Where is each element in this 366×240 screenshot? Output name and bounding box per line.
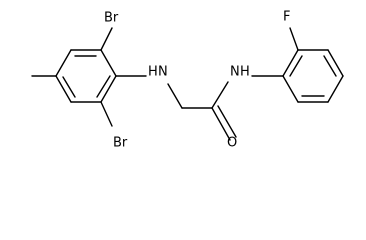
nh-left-n-label: N (158, 65, 168, 80)
br-top-bond (100, 27, 113, 51)
ring-left-bond-3 (55, 49, 72, 77)
fluorine-label: F (283, 10, 290, 25)
bromine-bottom-label: Br (113, 136, 128, 151)
carbonyl-co-bond-1 (211, 107, 231, 141)
ring-left-bond-4 (55, 75, 72, 103)
nh-left-h-label: H (148, 65, 158, 80)
ring-right-bond-1 (282, 49, 299, 77)
nh-to-ch2-bond (167, 83, 183, 109)
ring-left-bond-4-inner (62, 76, 76, 98)
ring-right-bond-6 (282, 75, 299, 103)
structure-canvas: Br Br H N O N H F (31, 10, 344, 151)
ring-left-bond-1 (100, 49, 117, 77)
fluorine-bond (289, 27, 299, 51)
chemical-structure: Br Br H N O N H F (31, 10, 344, 151)
ring-right-bond-3 (327, 49, 344, 77)
ring-right-bond-4 (327, 75, 344, 103)
left-benzene-ring (55, 49, 117, 103)
ring-left-bond-6-inner (96, 75, 111, 98)
carbonyl-to-amide-n-bond (211, 81, 229, 109)
right-benzene-ring (282, 49, 344, 103)
amide-h-label: H (240, 65, 250, 80)
bromine-top-label: Br (104, 11, 119, 26)
ring-left-bond-6 (100, 75, 117, 103)
ring-right-bond-1-inner (289, 55, 303, 77)
oxygen-label: O (227, 136, 237, 151)
br-bottom-bond (100, 101, 113, 127)
amide-n-label: N (230, 65, 240, 80)
ring-right-bond-3-inner (323, 55, 337, 77)
carbonyl-co-bond-2 (217, 105, 237, 138)
